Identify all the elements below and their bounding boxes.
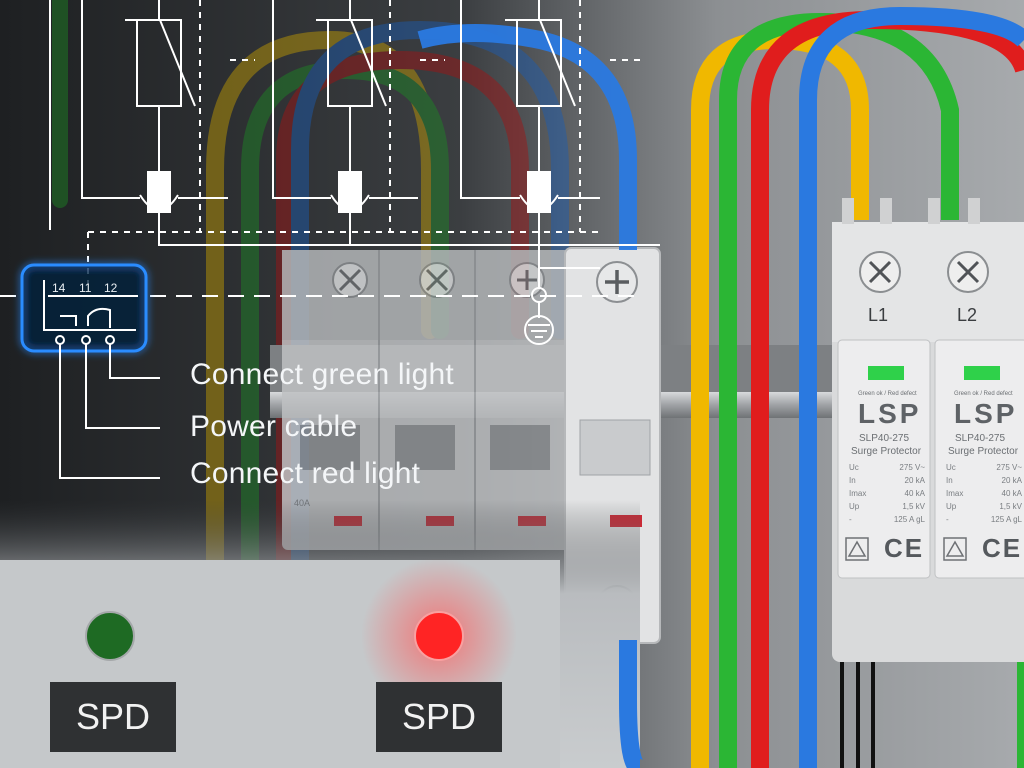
spec-table-l1: Uc 275 V~ In 20 kA Imax 40 kA Up 1,5 kV - 125… — [849, 461, 925, 526]
terminal-label-12: 12 — [104, 281, 118, 295]
spec-value: 125 A gL — [990, 515, 1022, 524]
spec-key: In — [849, 476, 856, 485]
brand-logo-l2: LSP — [954, 398, 1018, 429]
annotation-connect-green-light: Connect green light — [190, 358, 454, 391]
spec-value: 20 kA — [904, 476, 925, 485]
spec-value: 20 kA — [1001, 476, 1022, 485]
spd-indicator-label-green: SPD — [50, 682, 176, 752]
spec-value: 125 A gL — [893, 515, 925, 524]
model-number-l2: SLP40-275 — [955, 433, 1006, 444]
spec-key: - — [946, 515, 949, 524]
pole-label-l2: L2 — [957, 305, 978, 325]
status-note-l2: Green ok / Red defect — [954, 391, 1013, 397]
spec-key: Imax — [849, 489, 867, 498]
terminal-label-11: 11 — [79, 281, 92, 295]
spec-key: Up — [946, 502, 957, 511]
pole-label-l1: L1 — [868, 305, 889, 325]
spec-key: Imax — [946, 489, 964, 498]
spec-value: 1,5 kV — [902, 502, 925, 511]
ce-mark-l1: CE — [884, 533, 925, 563]
spec-key: Uc — [849, 463, 859, 472]
model-number-l1: SLP40-275 — [859, 433, 910, 444]
terminal-label-14: 14 — [52, 281, 66, 295]
spec-value: 40 kA — [904, 489, 925, 498]
spec-table-l2: Uc 275 V~ In 20 kA Imax 40 kA Up 1,5 kV - 125… — [946, 461, 1022, 526]
spec-key: Up — [849, 502, 860, 511]
status-note-l1: Green ok / Red defect — [858, 391, 917, 397]
model-subtitle-l1: Surge Protector — [851, 446, 922, 457]
spec-value: 275 V~ — [996, 463, 1022, 472]
breaker-rating: 40A — [294, 498, 311, 508]
annotation-connect-red-light: Connect red light — [190, 457, 421, 490]
spec-value: 40 kA — [1001, 489, 1022, 498]
spec-value: 1,5 kV — [999, 502, 1022, 511]
brand-logo-l1: LSP — [858, 398, 922, 429]
model-subtitle-l2: Surge Protector — [948, 446, 1019, 457]
spec-key: - — [849, 515, 852, 524]
spec-key: Uc — [946, 463, 956, 472]
spec-key: In — [946, 476, 953, 485]
ce-mark-l2: CE — [982, 533, 1023, 563]
annotation-power-cable: Power cable — [190, 410, 358, 443]
spd-indicator-label-red: SPD — [376, 682, 502, 752]
spec-value: 275 V~ — [899, 463, 925, 472]
